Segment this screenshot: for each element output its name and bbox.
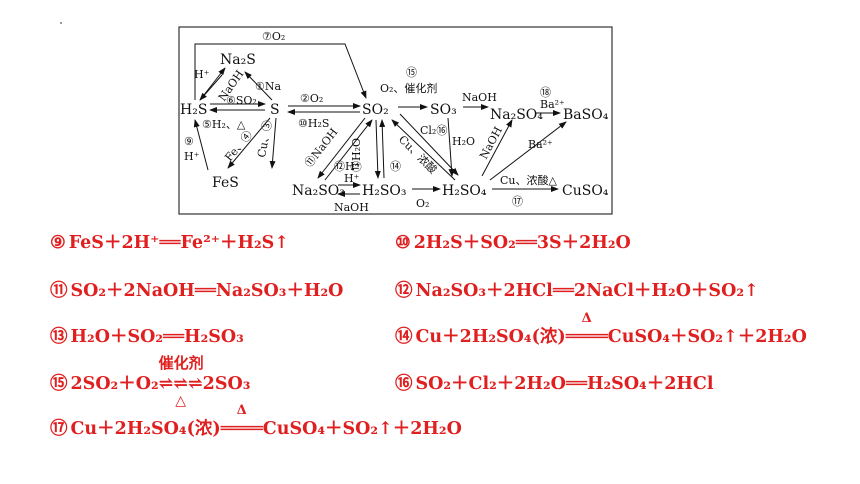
label-h2-5: ⑤H₂、△ [202, 118, 246, 131]
label-so2-6: ⑥SO₂ [226, 94, 257, 107]
label-na: ①Na [255, 80, 281, 93]
node-h2so4: H₂SO₄ [442, 183, 487, 199]
label-h-plus-9: H⁺ [184, 150, 200, 163]
label-h-plus-b: H⁺ [344, 172, 360, 185]
label-h-12: ⑫H⁺ [334, 160, 361, 173]
node-cuso4: CuSO₄ [562, 183, 609, 199]
decorative-dot [60, 22, 62, 24]
node-baso4: BaSO₄ [563, 107, 609, 123]
label-num-17: ⑰ [512, 195, 523, 208]
label-h2o-13: ⑬H₂O [350, 138, 363, 172]
label-o2-b: O₂ [416, 197, 429, 210]
label-h2o-16: H₂O [452, 135, 475, 148]
label-h-plus-1: H⁺ [194, 68, 210, 81]
label-o2-2: ②O₂ [300, 92, 323, 105]
label-ba-num: ⑱ [540, 86, 551, 99]
node-na2s: Na₂S [220, 52, 256, 68]
label-cl2-16: Cl₂⑯ [420, 124, 447, 137]
label-cu-3: Cu、③ [255, 119, 274, 158]
label-so3-cond: O₂、催化剂 [380, 81, 437, 95]
label-14: ⑭ [390, 160, 401, 173]
label-o2-top: ⑦O₂ [262, 30, 285, 43]
label-naoh-b: NaOH [334, 201, 369, 214]
node-s: S [270, 102, 280, 118]
label-num-9: ⑨ [184, 135, 194, 148]
node-na2so3: Na₂SO₃ [292, 183, 345, 199]
label-h2s-10: ⑩H₂S [298, 117, 329, 130]
node-h2s: H₂S [180, 102, 207, 118]
label-ba1: Ba²⁺ [540, 98, 565, 111]
node-fes: FeS [212, 175, 239, 191]
label-so3-num: ⑮ [406, 66, 417, 79]
label-naoh-so3: NaOH [462, 91, 497, 104]
sulfur-conversion-diagram: H₂S Na₂S S SO₂ SO₃ Na₂SO₄ BaSO₄ FeS Na₂S… [178, 26, 613, 215]
node-h2so3: H₂SO₃ [362, 183, 407, 199]
node-so3: SO₃ [430, 102, 457, 118]
node-na2so4: Na₂SO₄ [490, 107, 543, 123]
node-so2: SO₂ [362, 102, 389, 118]
label-ba2: Ba²⁺ [528, 138, 553, 151]
label-cu-17: Cu、浓酸△ [500, 173, 558, 187]
